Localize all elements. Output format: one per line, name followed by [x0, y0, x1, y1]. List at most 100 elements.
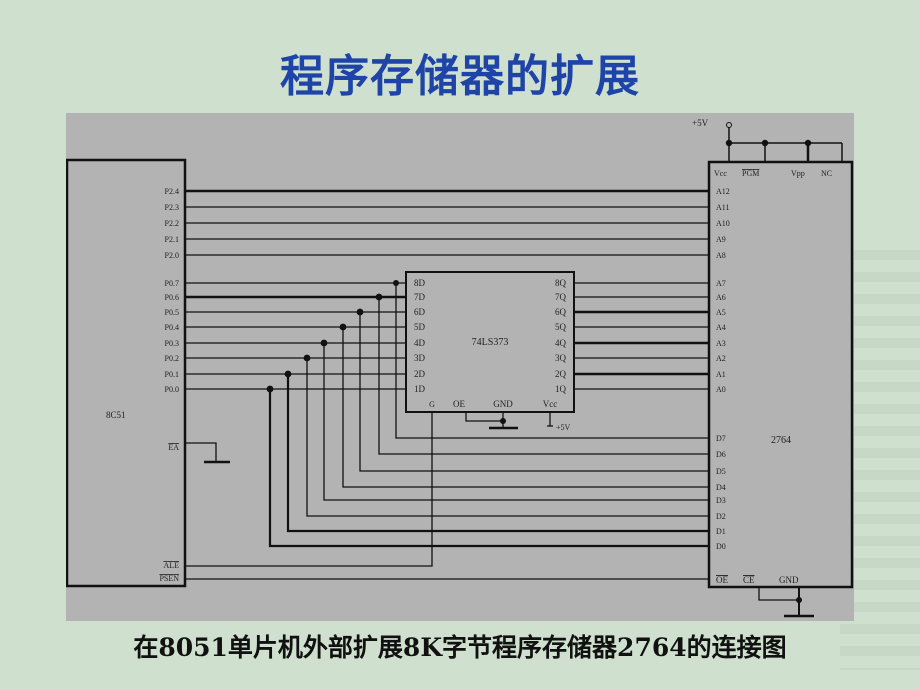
latch-pin-2d: 2D [414, 369, 426, 379]
mcu-pin-p2-4: P2.4 [165, 187, 179, 196]
latch-pin-1d: 1D [414, 384, 426, 394]
mcu-chip-8c51 [65, 158, 187, 588]
eprom-chip-2764 [707, 160, 854, 589]
ale-to-latch-g-wire [186, 412, 433, 567]
p0-to-eprom-data-wire [268, 389, 709, 548]
p0-to-eprom-data-wire [323, 343, 709, 501]
eprom-pin-pgm: PGM [742, 169, 759, 178]
p0-to-eprom-data-wire [306, 358, 709, 517]
p0-to-eprom-data-wire [342, 327, 709, 488]
latch-pin-3d: 3D [414, 353, 426, 363]
junction-dot [339, 323, 347, 331]
eprom-pin-vcc: Vcc [714, 169, 727, 178]
mcu-pin-p0-5: P0.5 [165, 308, 179, 317]
eprom-pin-d3: D3 [716, 496, 726, 505]
mcu-pin-psen: PSEN [159, 574, 179, 583]
mcu-name-label: 8C51 [106, 410, 126, 420]
latch-pin-7d: 7D [414, 292, 426, 302]
slide-caption: 在8051单片机外部扩展8K字节程序存储器2764的连接图 [133, 633, 787, 662]
junction-dot [761, 139, 769, 147]
junction-dot [725, 139, 733, 147]
eprom-pin-a6: A6 [716, 293, 726, 302]
mcu-pin-p2-2: P2.2 [165, 219, 179, 228]
eprom-pin-a11: A11 [716, 203, 729, 212]
eprom-pin-d5: D5 [716, 467, 726, 476]
latch-vcc-supply-label: +5V [556, 423, 571, 432]
latch-pin-gnd: GND [493, 399, 513, 409]
mcu-pin-p2-3: P2.3 [165, 203, 179, 212]
mcu-pin-p2-0: P2.0 [165, 251, 179, 260]
eprom-pin-d2: D2 [716, 512, 726, 521]
latch-pin-3q: 3Q [555, 353, 567, 363]
eprom-pin-a3: A3 [716, 339, 726, 348]
supply-terminal [726, 122, 732, 128]
eprom-pin-d4: D4 [716, 483, 726, 492]
mcu-pin-p0-2: P0.2 [165, 354, 179, 363]
mcu-pin-ea: EA [168, 443, 179, 452]
eprom-pin-a9: A9 [716, 235, 726, 244]
eprom-pin-d0: D0 [716, 542, 726, 551]
eprom-pin-oe: OE [716, 575, 728, 585]
junction-dot [356, 308, 364, 316]
eprom-pin-a7: A7 [716, 279, 726, 288]
latch-oe-ground-wire [465, 412, 504, 422]
eprom-pin-ce: CE [743, 575, 755, 585]
junction-dot [393, 280, 399, 286]
junction-dot [266, 385, 274, 393]
eprom-pin-nc: NC [821, 169, 832, 178]
eprom-pin-a1: A1 [716, 370, 726, 379]
mcu-pin-p0-3: P0.3 [165, 339, 179, 348]
mcu-pin-ale: ALE [163, 561, 179, 570]
latch-pin-g: G [429, 400, 435, 409]
eprom-supply-label: +5V [692, 118, 709, 128]
eprom-pin-d6: D6 [716, 450, 726, 459]
latch-pin-oe: OE [453, 399, 465, 409]
eprom-pin-a4: A4 [716, 323, 726, 332]
latch-pin-4q: 4Q [555, 338, 567, 348]
latch-pin-vcc: Vcc [543, 399, 558, 409]
eprom-pin-vpp: Vpp [791, 169, 805, 178]
junction-dot [500, 418, 506, 424]
mcu-pin-p0-1: P0.1 [165, 370, 179, 379]
junction-dot [284, 370, 292, 378]
eprom-pin-a5: A5 [716, 308, 726, 317]
latch-pin-6d: 6D [414, 307, 426, 317]
latch-pin-4d: 4D [414, 338, 426, 348]
latch-pin-1q: 1Q [555, 384, 567, 394]
junction-dot [303, 354, 311, 362]
eprom-name-label: 2764 [771, 435, 791, 446]
eprom-pin-a2: A2 [716, 354, 726, 363]
latch-pin-5q: 5Q [555, 322, 567, 332]
eprom-pin-a8: A8 [716, 251, 726, 260]
latch-pin-6q: 6Q [555, 307, 567, 317]
p0-to-eprom-data-wire [395, 283, 709, 439]
eprom-ce-ground-wire [758, 587, 799, 601]
eprom-pin-d7: D7 [716, 434, 726, 443]
junction-dot [320, 339, 328, 347]
mcu-pin-p0-6: P0.6 [165, 293, 179, 302]
mcu-pin-p0-7: P0.7 [165, 279, 179, 288]
junction-dot [796, 597, 802, 603]
mcu-pin-p0-4: P0.4 [165, 323, 179, 332]
latch-pin-5d: 5D [414, 322, 426, 332]
eprom-pin-d1: D1 [716, 527, 726, 536]
eprom-pin-gnd: GND [779, 575, 799, 585]
junction-dot [375, 293, 383, 301]
p0-to-eprom-data-wire [359, 312, 709, 472]
p0-to-eprom-data-wire [378, 297, 709, 455]
latch-pin-8d: 8D [414, 278, 426, 288]
eprom-pin-a10: A10 [716, 219, 730, 228]
mcu-pin-p0-0: P0.0 [165, 385, 179, 394]
latch-pin-2q: 2Q [555, 369, 567, 379]
mcu-pin-p2-1: P2.1 [165, 235, 179, 244]
ea-ground-wire [186, 442, 217, 462]
eprom-pin-a12: A12 [716, 187, 730, 196]
eprom-pin-a0: A0 [716, 385, 726, 394]
p0-to-eprom-data-wire [286, 374, 709, 533]
junction-dot [804, 139, 812, 147]
latch-pin-7q: 7Q [555, 292, 567, 302]
latch-pin-8q: 8Q [555, 278, 567, 288]
slide-title: 程序存储器的扩展 [280, 51, 640, 102]
